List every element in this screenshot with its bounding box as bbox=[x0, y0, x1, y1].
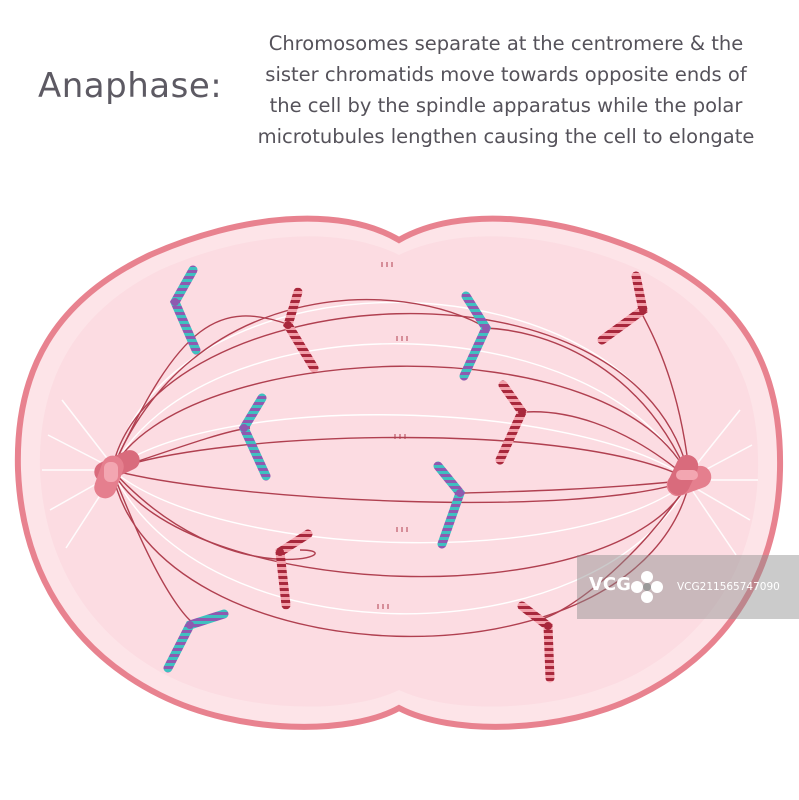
centrosome-right bbox=[666, 454, 712, 497]
description-line: Chromosomes separate at the centromere &… bbox=[268, 32, 744, 55]
centrosome-left bbox=[94, 450, 140, 499]
chromatid-teal bbox=[459, 291, 492, 381]
description-text: Chromosomes separate at the centromere &… bbox=[238, 28, 774, 152]
chromatid-teal bbox=[163, 609, 229, 673]
chromatid-teal bbox=[169, 265, 201, 355]
chromatid-teal bbox=[238, 393, 271, 481]
flower-icon bbox=[631, 571, 663, 603]
chromatid-teal bbox=[433, 461, 466, 549]
watermark-id: VCG211565747090 bbox=[677, 581, 780, 593]
title-anaphase: Anaphase: bbox=[38, 66, 223, 106]
chromatid-red bbox=[517, 601, 555, 683]
chromatid-red bbox=[597, 271, 648, 345]
chromatid-red bbox=[275, 529, 313, 610]
watermark-logo: VCG bbox=[589, 574, 631, 595]
fiber-ticks bbox=[377, 262, 408, 609]
spindle-fibers bbox=[111, 298, 691, 638]
description-line: sister chromatids move towards opposite … bbox=[265, 63, 747, 86]
description-line: microtubules lengthen causing the cell t… bbox=[257, 125, 755, 148]
description-line: the cell by the spindle apparatus while … bbox=[269, 94, 743, 117]
watermark: VCG VCG211565747090 bbox=[577, 555, 799, 619]
chromatid-red bbox=[495, 380, 528, 465]
chromatid-red bbox=[283, 287, 319, 373]
